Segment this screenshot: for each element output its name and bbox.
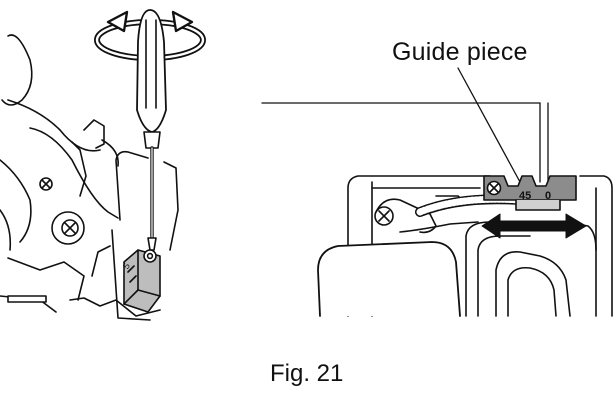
guide-piece-label: Guide piece: [392, 38, 528, 66]
screwdriver-icon: [136, 9, 167, 251]
figure-caption: Fig. 21: [270, 360, 344, 387]
left-guide-piece: [123, 249, 161, 313]
scale-mark-0: 0: [545, 190, 552, 202]
right-guide-piece: [483, 175, 577, 211]
left-saw-detail: [0, 9, 206, 321]
double-headed-arrow-icon: [481, 213, 587, 239]
callout-leader-lines: [261, 67, 549, 183]
right-saw-detail: [261, 67, 613, 317]
scale-mark-45: 45: [519, 190, 532, 202]
